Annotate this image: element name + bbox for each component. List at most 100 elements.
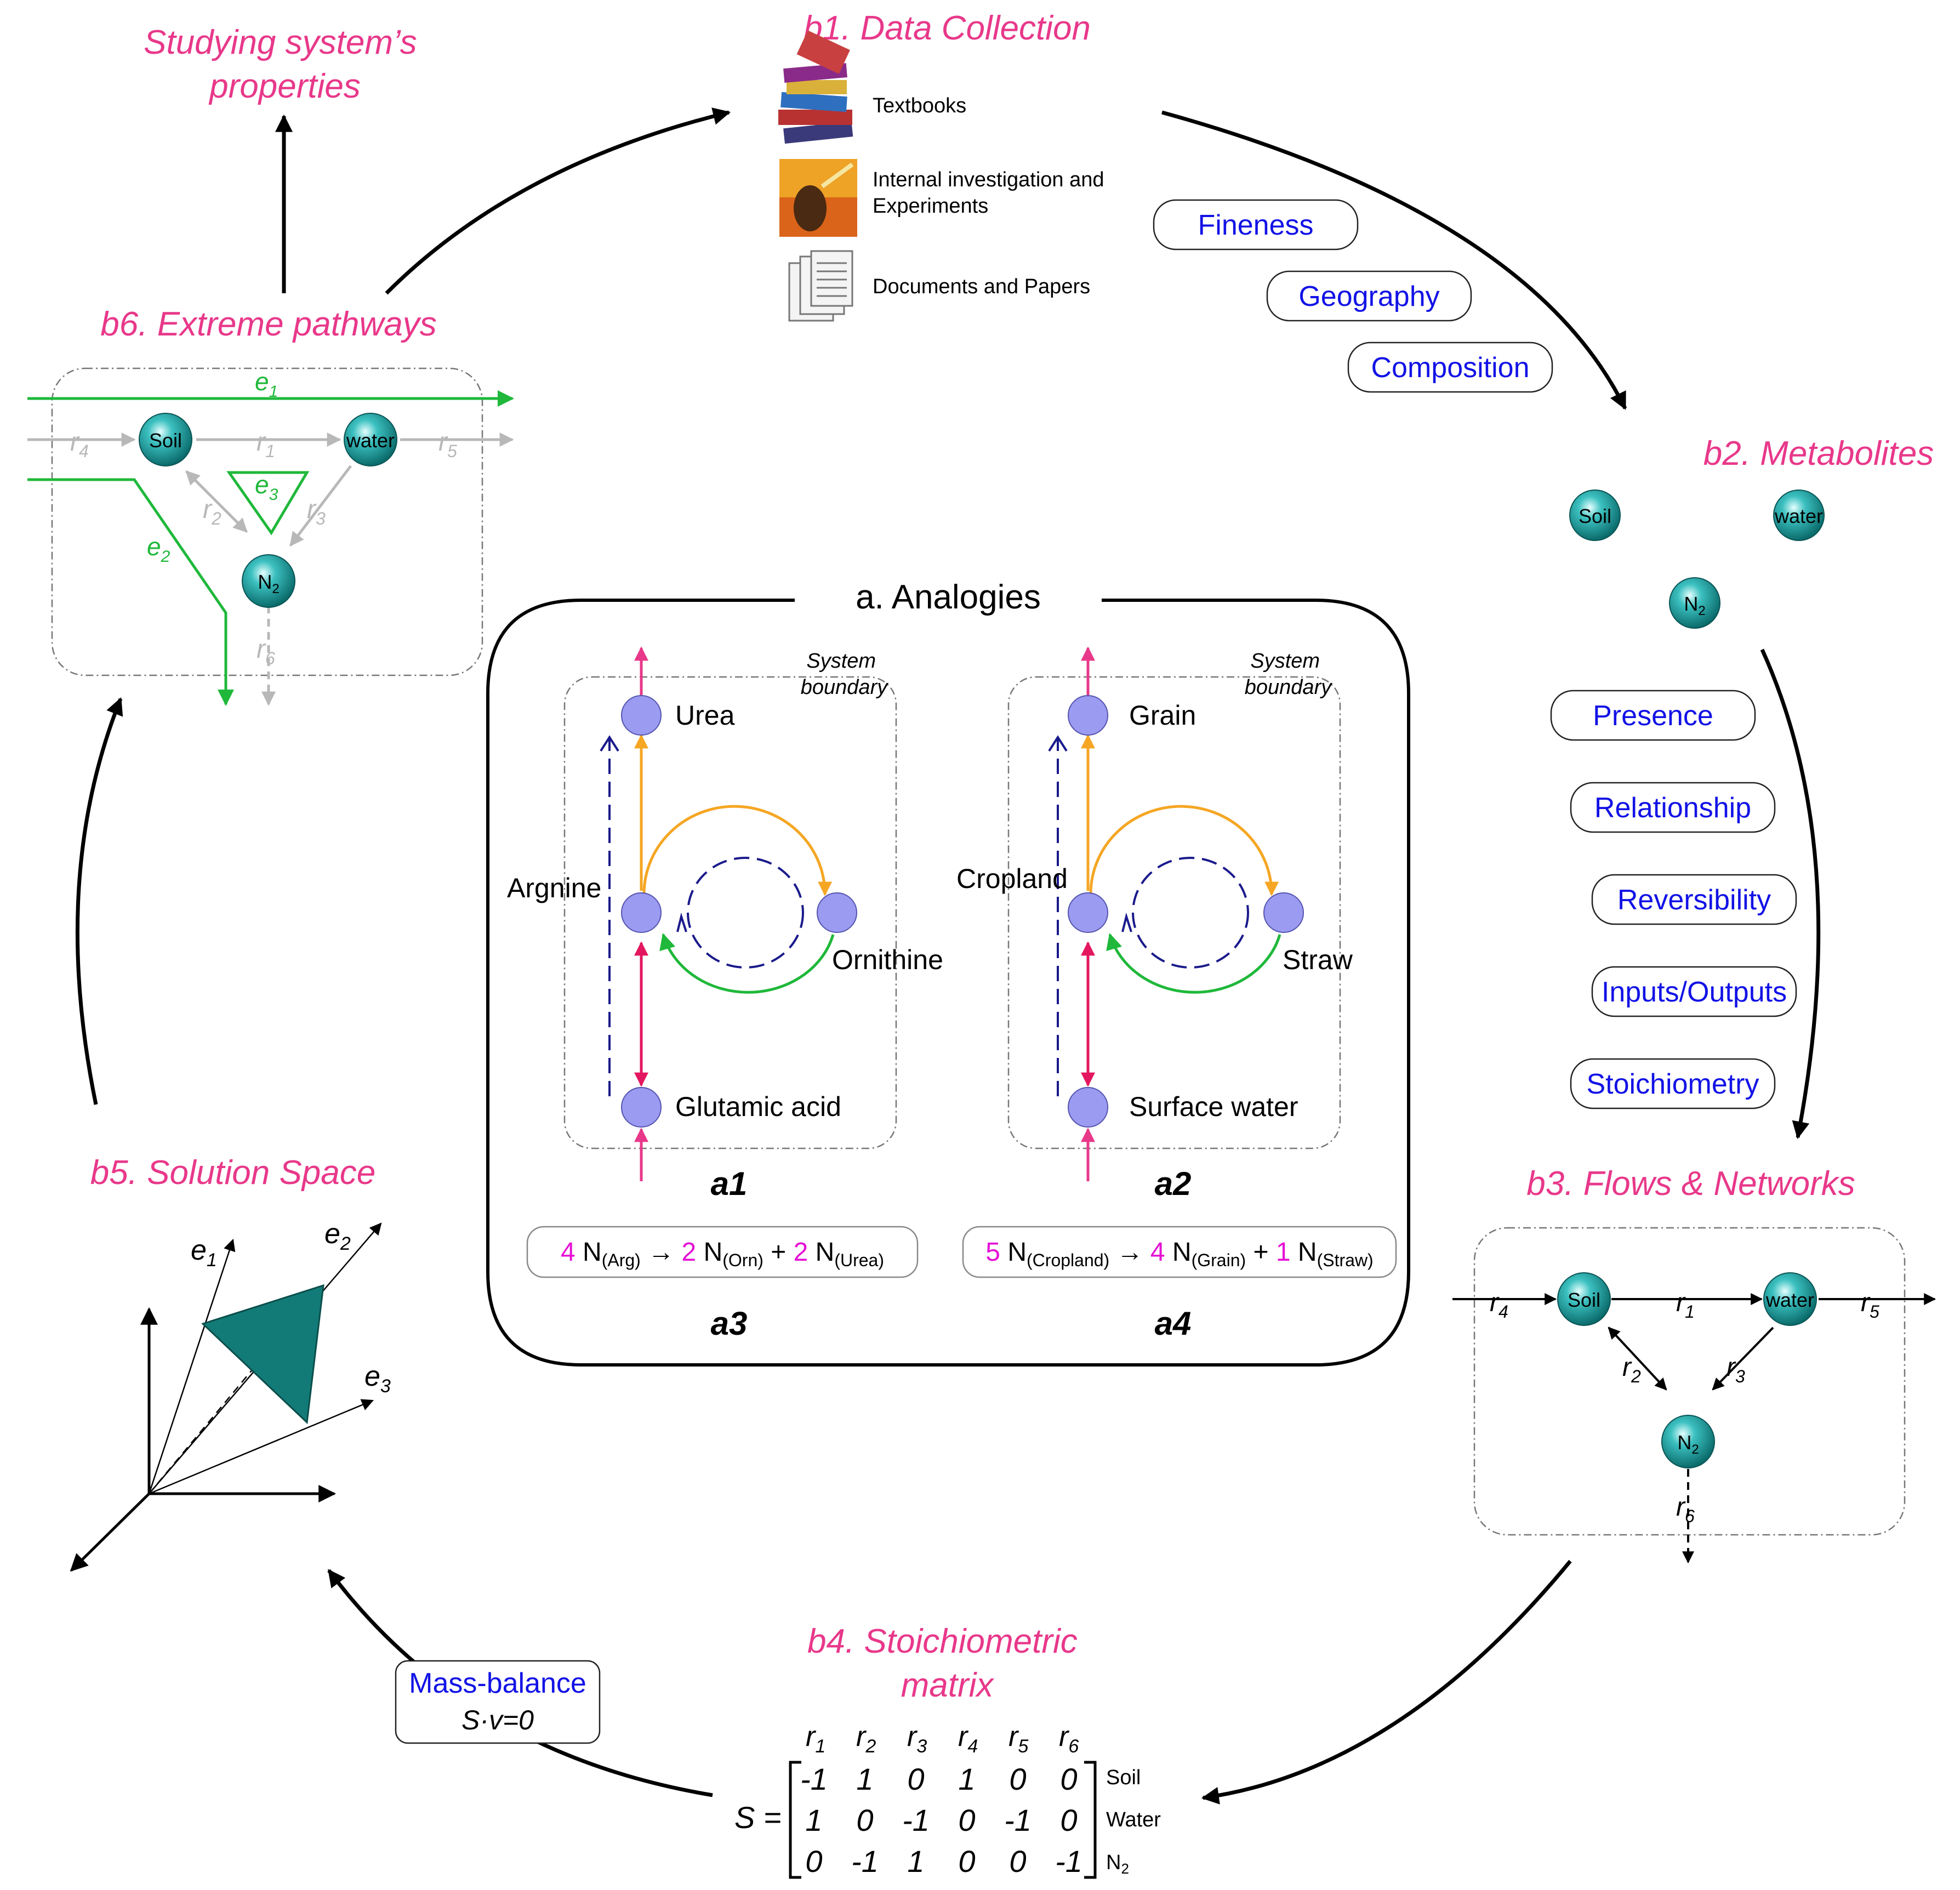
mass-balance-line2: S·v=0 <box>461 1705 534 1735</box>
b4-cell: -1 <box>1055 1844 1082 1878</box>
properties-line1: Studying system’s <box>144 24 417 61</box>
b4-cell: 1 <box>907 1844 924 1878</box>
tag-geography: Geography <box>1266 270 1472 322</box>
b3-r1: r1 <box>1676 1288 1695 1322</box>
a1-node-glutamic <box>621 1087 662 1128</box>
b3-r4: r4 <box>1490 1288 1508 1322</box>
b3-node-n2-label: N2 <box>1677 1431 1699 1457</box>
properties-line2: properties <box>208 67 361 105</box>
b4-cell: 1 <box>856 1762 873 1796</box>
b3-system-boundary <box>1473 1227 1906 1536</box>
b6-r5: r5 <box>438 428 457 461</box>
arrow-b5-to-b6 <box>75 697 123 1105</box>
b5-solution-space: b5. Solution Space e1 e2 e3 <box>70 1154 391 1572</box>
b3-r2: r2 <box>1622 1353 1641 1386</box>
a2-system-boundary <box>1007 676 1341 1149</box>
b4-title-line1: b4. Stoichiometric <box>807 1623 1078 1660</box>
arrow-b2-to-b3 <box>1760 648 1821 1140</box>
b6-system-boundary <box>51 367 483 676</box>
b3-node-n2: N2 <box>1661 1415 1715 1468</box>
b6-reaction-labels: r4 r1 r5 r2 r3 r6 <box>70 428 457 668</box>
b4-matrix-label: S = <box>734 1800 782 1835</box>
tag-stoichiometry: Stoichiometry <box>1570 1058 1776 1109</box>
b2-node-n2-label: N2 <box>1684 593 1705 618</box>
b3-r5: r5 <box>1861 1288 1879 1322</box>
b4-cell: 0 <box>1060 1803 1077 1837</box>
a4-equation-text: 5 N(Cropland) → 4 N(Grain) + 1 N(Straw) <box>985 1238 1373 1272</box>
b4-cell: 0 <box>805 1844 822 1878</box>
tag-presence: Presence <box>1550 690 1756 741</box>
documents-label: Documents and Papers <box>873 275 1090 298</box>
tag-relationship-label: Relationship <box>1594 792 1751 824</box>
analogies-frame <box>486 599 1410 1367</box>
b3-r3: r3 <box>1727 1353 1745 1386</box>
a1-label: a1 <box>711 1165 748 1202</box>
b6-r1: r1 <box>257 428 275 461</box>
a4-equation: 5 N(Cropland) → 4 N(Grain) + 1 N(Straw) … <box>962 1226 1397 1342</box>
b2-node-n2: N2 <box>1669 577 1720 629</box>
b3-r6: r6 <box>1676 1493 1695 1526</box>
b6-e3: e3 <box>255 470 278 504</box>
b6-node-water-label: water <box>346 429 395 452</box>
a2-node-cropland <box>1068 892 1108 933</box>
tag-stoichiometry-label: Stoichiometry <box>1587 1068 1759 1100</box>
b4-cell: -1 <box>851 1844 879 1878</box>
b4-cell: -1 <box>902 1803 930 1837</box>
tag-fineness-label: Fineness <box>1198 209 1314 241</box>
b4-col-r3: r3 <box>907 1721 927 1757</box>
tag-inputs-outputs: Inputs/Outputs <box>1591 966 1797 1017</box>
b5-axis-labels: e1 e2 e3 <box>191 1218 391 1397</box>
a1-system-boundary <box>563 676 897 1149</box>
b4-row-water: Water <box>1106 1808 1161 1831</box>
b4-cell: 0 <box>958 1844 975 1878</box>
b4-cell: 0 <box>907 1762 924 1796</box>
b3-node-soil: Soil <box>1557 1272 1611 1326</box>
pathway-e2-line <box>27 478 234 706</box>
tag-relationship: Relationship <box>1570 782 1776 833</box>
investigation-line1: Internal investigation and <box>873 168 1104 191</box>
arrow-b3-to-b4 <box>1201 1559 1572 1804</box>
b2-title: b2. Metabolites <box>1703 435 1934 472</box>
b4-col-r4: r4 <box>958 1721 978 1757</box>
a2-label-grain: Grain <box>1129 700 1196 731</box>
b4-cell: 1 <box>958 1762 975 1796</box>
b4-matrix-values: -1 1 0 1 0 0 1 0 -1 0 -1 0 0 -1 1 0 0 -1 <box>800 1762 1082 1878</box>
a3-equation: 4 N(Arg) → 2 N(Orn) + 2 N(Urea) a3 <box>526 1226 919 1342</box>
lab-experiment-icon <box>779 159 857 237</box>
b4-cell: 0 <box>958 1803 975 1837</box>
b6-node-soil: Soil <box>139 413 192 466</box>
books-icon <box>778 30 853 144</box>
tag-reversibility: Reversibility <box>1591 874 1797 925</box>
b1-data-collection: b1. Data Collection Textbooks Internal i… <box>778 9 1553 393</box>
b4-right-bracket <box>1084 1761 1097 1879</box>
b4-title: b4. Stoichiometric matrix <box>807 1623 1087 1704</box>
tag-composition-label: Composition <box>1371 352 1529 384</box>
a1-label-ornithine: Ornithine <box>832 944 943 975</box>
a2-node-grain <box>1068 695 1108 736</box>
solution-cone <box>201 1284 324 1425</box>
mass-balance-box: Mass-balance S·v=0 <box>395 1660 601 1744</box>
tag-composition: Composition <box>1347 341 1553 393</box>
properties-label: Studying system’s properties <box>144 24 426 105</box>
a1-node-argnine <box>621 892 662 933</box>
b6-node-n2: N2 <box>242 554 295 608</box>
b4-cell: 0 <box>1009 1762 1026 1796</box>
b3-reaction-labels: r4 r1 r5 r2 r3 r6 <box>1490 1288 1879 1526</box>
b2-node-soil: Soil <box>1569 489 1621 541</box>
tag-presence-label: Presence <box>1593 700 1713 732</box>
b4-col-r2: r2 <box>856 1721 876 1757</box>
b5-axis-e2: e2 <box>324 1218 351 1254</box>
a1-boundary-label: System boundary <box>801 650 888 699</box>
textbooks-label: Textbooks <box>873 94 966 117</box>
b3-node-water-label: water <box>1765 1289 1814 1311</box>
a2-label: a2 <box>1155 1165 1192 1202</box>
b6-r6: r6 <box>257 635 275 668</box>
a1-label-argnine: Argnine <box>507 873 601 903</box>
b3-node-soil-label: Soil <box>1568 1289 1600 1311</box>
b4-row-labels: Soil Water N2 <box>1106 1766 1161 1877</box>
documents-icon <box>788 250 853 322</box>
a2-label-straw: Straw <box>1283 944 1353 975</box>
b6-e2: e2 <box>147 532 170 566</box>
b4-cell: -1 <box>1004 1803 1032 1837</box>
b4-stoichiometric-matrix: b4. Stoichiometric matrix r1 r2 r3 r4 r5… <box>734 1623 1161 1879</box>
